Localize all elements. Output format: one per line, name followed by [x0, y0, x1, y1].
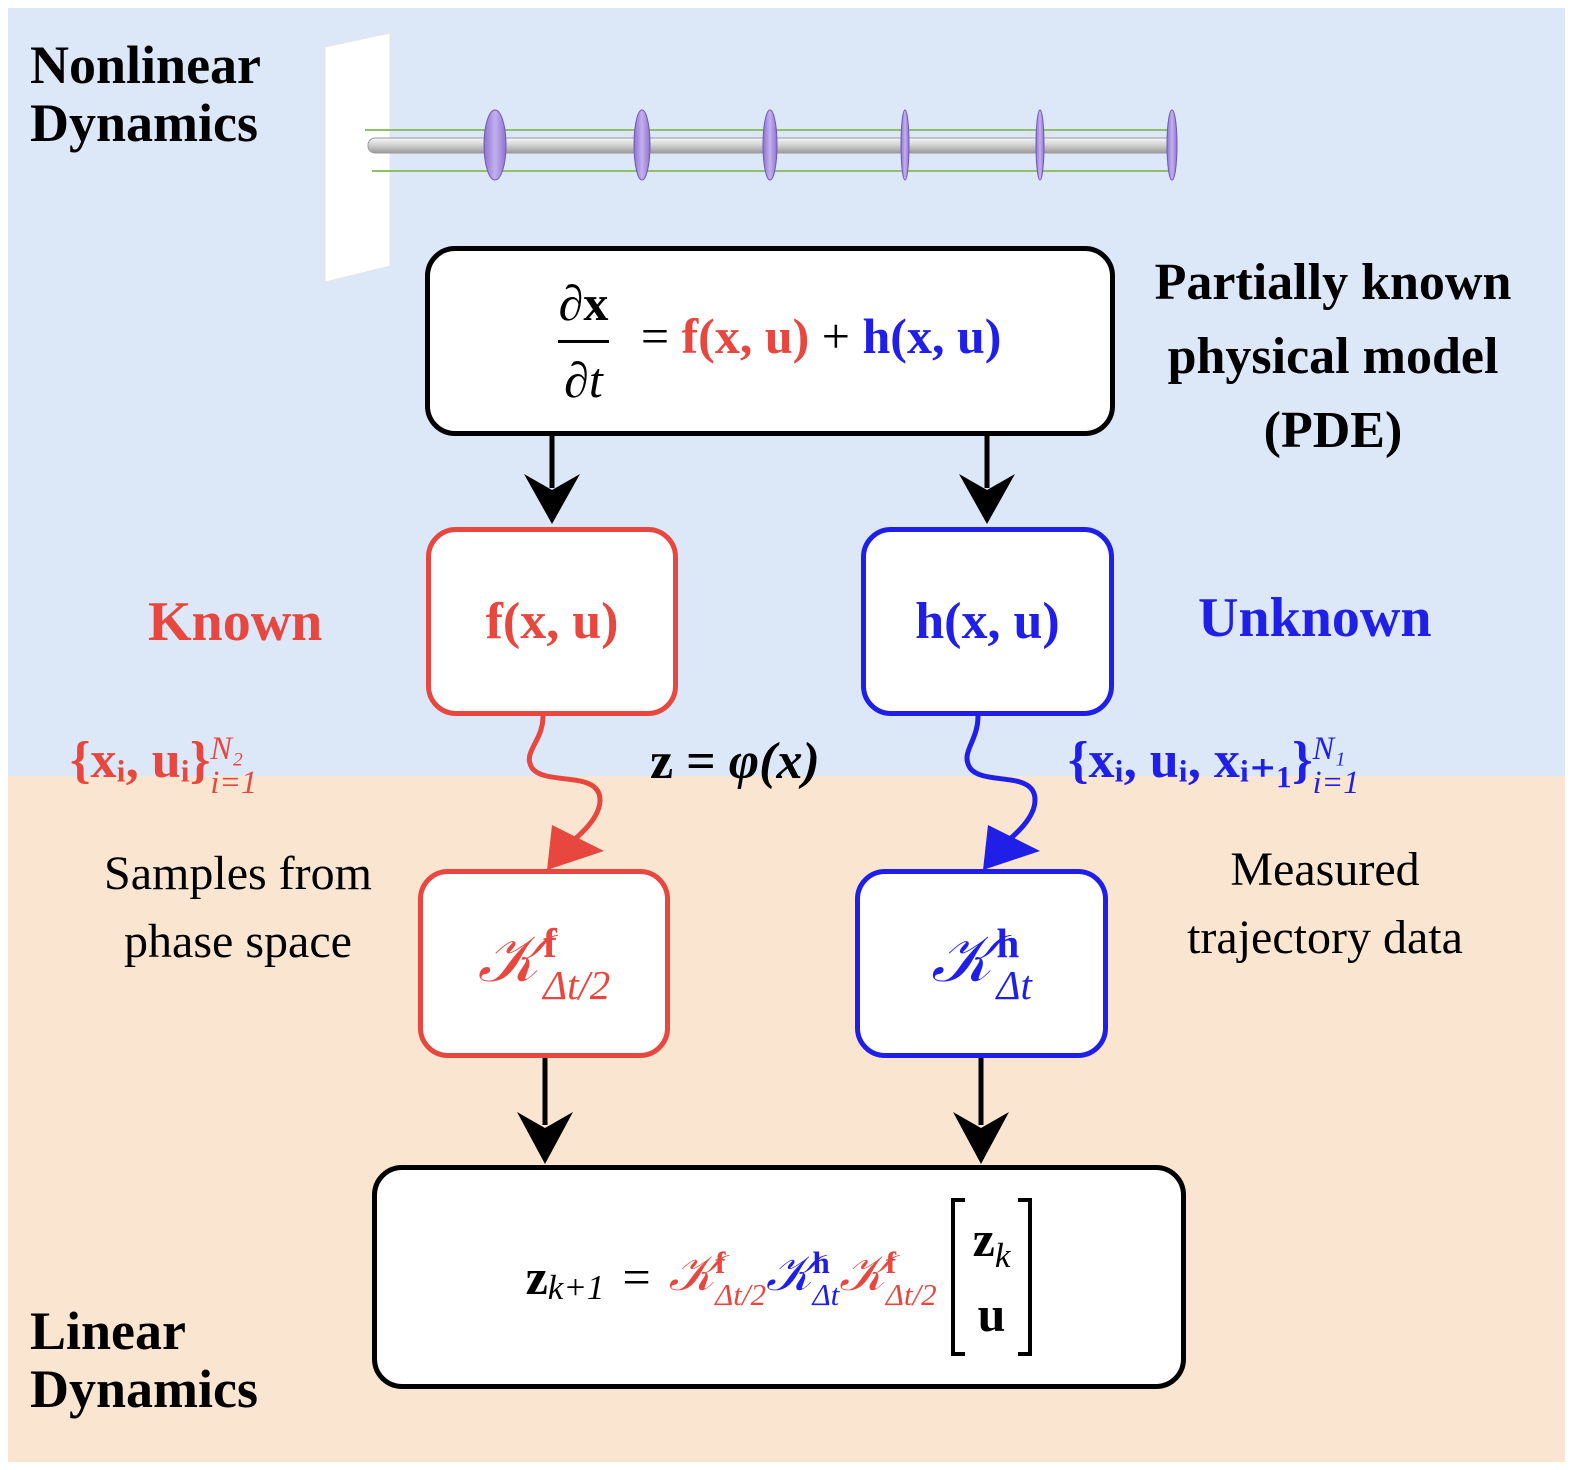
- data-set-braces: {xᵢ, uᵢ, xᵢ₊₁}: [1068, 731, 1313, 789]
- unknown-label: Unknown: [1198, 587, 1432, 649]
- title-line: Dynamics: [30, 1359, 258, 1420]
- unknown-dynamics-box: h(x, u): [861, 527, 1114, 716]
- beam-disc: [633, 109, 651, 181]
- time-derivative-fraction: ∂x ∂t: [553, 274, 615, 409]
- arrow-unknown-operator-to-final: [953, 1058, 1009, 1164]
- koopman-symbol: 𝒦: [766, 1243, 813, 1302]
- equals-sign: =: [686, 733, 716, 790]
- description-line: Measured: [1230, 843, 1420, 896]
- title-line: Linear: [30, 1301, 186, 1361]
- partial-symbol: ∂: [564, 351, 589, 408]
- label-line: physical model: [1167, 327, 1499, 385]
- beam-disc: [762, 109, 778, 181]
- operator-subscript: Δt/2: [543, 963, 611, 1009]
- equals-sign: =: [640, 307, 670, 364]
- state-variable: x: [583, 274, 609, 331]
- unknown-dynamics-term: h(x, u): [915, 593, 1060, 650]
- linear-dynamics-title: Linear Dynamics: [30, 1302, 258, 1419]
- partial-symbol: ∂: [558, 274, 584, 331]
- known-dynamics-term: f(x, u): [485, 593, 619, 650]
- sample-set-braces: {xᵢ, uᵢ}: [70, 731, 211, 789]
- set-upper-index: N₁: [1312, 730, 1346, 766]
- known-description: Samples from phase space: [58, 840, 418, 976]
- pde-box: ∂x ∂t = f(x, u) + h(x, u): [425, 246, 1115, 436]
- operator-subscript: Δt: [996, 963, 1032, 1009]
- state-input-vector: zk u: [950, 1198, 1033, 1356]
- known-dynamics-box: f(x, u): [426, 527, 678, 716]
- time-index: k: [994, 1235, 1011, 1275]
- beam-disc: [1035, 109, 1045, 181]
- unknown-term: h(x, u): [862, 307, 1002, 364]
- koopman-symbol: 𝒦: [839, 1243, 886, 1302]
- operator-subscript: Δt: [812, 1277, 840, 1313]
- description-line: phase space: [124, 915, 352, 969]
- pde-side-label: Partially known physical model (PDE): [1118, 246, 1548, 467]
- known-term: f(x, u): [681, 307, 810, 364]
- nonlinear-dynamics-title: Nonlinear Dynamics: [30, 36, 261, 153]
- arrow-known-operator-to-final: [517, 1058, 573, 1164]
- operator-superscript: f: [885, 1244, 897, 1280]
- arrow-pde-to-known: [524, 436, 580, 524]
- koopman-symbol: 𝒦: [477, 919, 540, 997]
- beam-disc: [900, 109, 910, 181]
- arrow-pde-to-unknown: [959, 436, 1015, 524]
- description-line: trajectory data: [1187, 911, 1463, 965]
- lifted-state: z: [525, 1249, 548, 1305]
- koopman-symbol: 𝒦: [668, 1243, 716, 1302]
- operator-subscript: Δt/2: [715, 1277, 767, 1313]
- operator-superscript: f: [543, 920, 557, 966]
- operator-superscript: h: [996, 920, 1020, 966]
- plus-sign: +: [821, 307, 850, 364]
- fixed-wall: [324, 32, 391, 283]
- known-label: Known: [148, 591, 323, 653]
- unknown-description: Measured trajectory data: [1140, 836, 1510, 972]
- set-lower-index: i=1: [210, 763, 258, 800]
- lifting-function: z = φ(x): [650, 733, 820, 790]
- label-line: Partially known: [1154, 254, 1512, 311]
- label-line: (PDE): [1263, 401, 1403, 459]
- equals-sign: =: [622, 1249, 651, 1305]
- set-upper-index: N₂: [210, 730, 244, 766]
- operator-superscript: f: [715, 1244, 726, 1280]
- vector-input-entry: u: [977, 1286, 1006, 1342]
- description-line: Samples from: [104, 847, 372, 900]
- operator-superscript: h: [812, 1244, 830, 1280]
- wavy-arrow-known: [526, 715, 604, 870]
- observable-function: φ(x): [728, 733, 820, 790]
- time-index: k+1: [547, 1267, 605, 1307]
- title-line: Dynamics: [30, 93, 258, 154]
- beam-disc: [483, 109, 507, 181]
- vector-state-entry: z: [972, 1211, 995, 1267]
- koopman-symbol: 𝒦: [931, 919, 993, 997]
- set-lower-index: i=1: [1312, 763, 1360, 800]
- wavy-arrow-unknown: [964, 715, 1040, 870]
- pde-equation: ∂x ∂t = f(x, u) + h(x, u): [539, 274, 1002, 409]
- lifted-state: z: [650, 733, 674, 790]
- operator-subscript: Δt/2: [885, 1277, 937, 1313]
- beam-discs: [483, 109, 1178, 181]
- title-line: Nonlinear: [30, 35, 262, 95]
- time-variable: t: [588, 351, 603, 408]
- beam-disc: [1166, 109, 1178, 181]
